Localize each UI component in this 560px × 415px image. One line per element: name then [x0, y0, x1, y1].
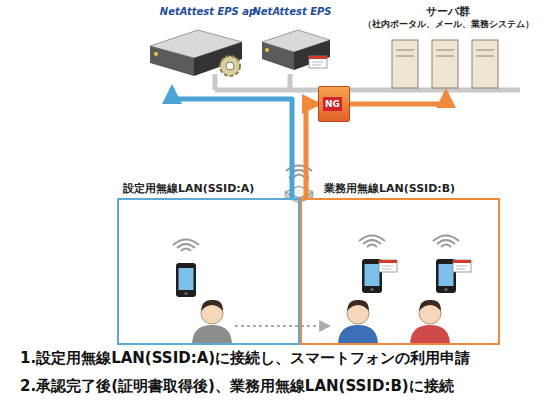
wifi-signal [359, 236, 385, 248]
wifi-signal [173, 240, 199, 252]
gear-hub [226, 62, 234, 70]
network-bus [213, 74, 218, 90]
firewall-box: NG [318, 86, 350, 122]
server-tower [392, 40, 418, 88]
user-b [338, 236, 397, 346]
smartphone [176, 263, 196, 297]
connector [306, 104, 318, 198]
appliance-front [150, 46, 194, 76]
server-group-box: サーバ群（社内ポータル、メール、業務システム） [358, 4, 538, 92]
node-text: 業務用無線LAN(SSID:B) [324, 181, 455, 196]
server-slot [476, 56, 494, 57]
server-slot [436, 50, 454, 51]
appliance-front [262, 42, 294, 70]
caption-line: 1.設定用無線LAN(SSID:A)に接続し、スマートフォンの利用申請 [20, 349, 470, 368]
certificate-icon [453, 260, 471, 272]
connector [350, 92, 446, 104]
server-slot [396, 56, 414, 57]
gear-icon [220, 56, 240, 76]
appliance-led [265, 48, 269, 52]
person [338, 300, 378, 345]
wlan-zone: 設定用無線LAN(SSID:A) [117, 198, 300, 345]
move-arrow [235, 325, 330, 327]
connector [172, 88, 292, 198]
node-text: （社内ポータル、メール、業務システム） [358, 19, 538, 31]
user-a [173, 240, 232, 346]
appliance-box: NetAttest EPS [250, 6, 334, 84]
appliance-icon [262, 30, 330, 70]
certificate-icon [309, 56, 327, 68]
server-slot [396, 50, 414, 51]
user-c [410, 236, 471, 346]
certificate-icon [379, 260, 397, 272]
server-slot [476, 50, 494, 51]
node-text: NetAttest EPS ap [158, 6, 258, 17]
appliance-side [194, 42, 242, 76]
appliance-led [154, 52, 158, 56]
node-text: 設定用無線LAN(SSID:A) [123, 181, 254, 196]
node-text: NetAttest EPS [250, 6, 334, 17]
node-text: NG [323, 97, 342, 111]
wlan-zone: 業務用無線LAN(SSID:B) [300, 198, 500, 345]
person [192, 300, 232, 345]
appliance-box: NetAttest EPS ap [158, 6, 258, 88]
caption-line: 2.承認完了後(証明書取得後)、業務用無線LAN(SSID:B)に接続 [20, 377, 454, 396]
server-tower [472, 40, 498, 88]
network-bus [288, 74, 293, 90]
appliance-icon [150, 30, 242, 76]
appliance-side [294, 40, 330, 70]
node-text: サーバ群 [358, 4, 538, 19]
server-group [392, 40, 498, 88]
server-slot [436, 56, 454, 57]
server-tower [432, 40, 458, 88]
wifi-signal [433, 236, 459, 248]
person [410, 300, 450, 345]
